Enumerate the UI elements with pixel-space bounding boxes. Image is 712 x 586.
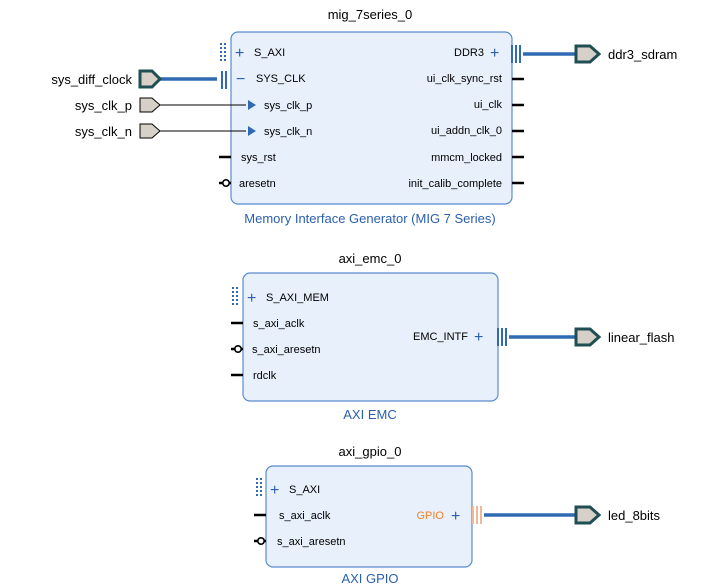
nets [160, 52, 575, 517]
gpio-bus-icon [472, 506, 482, 524]
gpio-pin-gpio[interactable]: GPIO [416, 510, 444, 522]
mig-pin-sys-clk[interactable]: SYS_CLK [256, 73, 306, 85]
mig-ddr3-bus-icon [511, 45, 521, 63]
mig-subtitle: Memory Interface Generator (MIG 7 Series… [244, 211, 495, 226]
gpio-s-axi-aresetn-bubble-icon [256, 536, 265, 545]
mig-sys-clk-n-arrow-icon [248, 126, 256, 136]
mig-pin-mmcm-locked[interactable]: mmcm_locked [431, 152, 502, 164]
port-sys-clk-n-label: sys_clk_n [75, 124, 132, 139]
mig-pin-sys-clk-p[interactable]: sys_clk_p [264, 100, 312, 112]
mig-sys-clk-p-arrow-icon [248, 100, 256, 110]
port-linear-flash-label: linear_flash [608, 330, 675, 345]
port-led-8bits-label: led_8bits [608, 508, 661, 523]
emc-intf-bus-icon [497, 328, 507, 346]
port-led-8bits-icon[interactable] [574, 505, 602, 525]
gpio-block[interactable]: axi_gpio_0 AXI GPIO + S_AXI s_axi_aclk s… [254, 444, 482, 586]
mig-block-body[interactable] [230, 31, 513, 205]
mig-pin-s-axi[interactable]: S_AXI [254, 47, 285, 59]
gpio-pin-s-axi-aclk[interactable]: s_axi_aclk [279, 510, 331, 522]
mig-pin-ui-clk[interactable]: ui_clk [474, 99, 503, 111]
emc-instance-name: axi_emc_0 [339, 251, 402, 266]
external-ports: sys_diff_clock sys_clk_p sys_clk_n ddr3_… [51, 44, 677, 525]
mig-s-axi-expand-icon[interactable]: + [235, 45, 244, 62]
emc-block[interactable]: axi_emc_0 AXI EMC + S_AXI_MEM s_axi_aclk… [231, 251, 507, 422]
mig-pin-init-calib-complete[interactable]: init_calib_complete [408, 178, 502, 190]
emc-pin-s-axi-aclk[interactable]: s_axi_aclk [253, 318, 305, 330]
mig-s-axi-grip-icon [220, 43, 226, 61]
mig-pin-ddr3[interactable]: DDR3 [454, 47, 484, 59]
port-ddr3-sdram-icon[interactable] [574, 44, 602, 64]
mig-ddr3-expand-icon[interactable]: + [490, 45, 499, 62]
mig-instance-name: mig_7series_0 [328, 7, 413, 22]
port-sys-diff-clock-icon[interactable] [138, 69, 163, 89]
port-sys-diff-clock-label: sys_diff_clock [51, 72, 132, 87]
emc-pin-s-axi-mem[interactable]: S_AXI_MEM [266, 292, 329, 304]
mig-block[interactable]: mig_7series_0 Memory Interface Generator… [219, 7, 524, 226]
mig-sys-clk-collapse-icon[interactable]: − [236, 71, 245, 88]
gpio-instance-name: axi_gpio_0 [339, 444, 402, 459]
mig-sys-clk-bus-icon [221, 71, 227, 89]
mig-aresetn-bubble-icon [222, 179, 231, 188]
gpio-subtitle: AXI GPIO [341, 571, 398, 586]
gpio-s-axi-expand-icon[interactable]: + [270, 482, 279, 499]
gpio-expand-icon[interactable]: + [451, 508, 460, 525]
emc-s-axi-mem-grip-icon [232, 287, 238, 305]
gpio-pin-s-axi-aresetn[interactable]: s_axi_aresetn [277, 536, 346, 548]
mig-pin-ui-clk-sync-rst[interactable]: ui_clk_sync_rst [427, 73, 502, 85]
port-sys-clk-p-label: sys_clk_p [75, 98, 132, 113]
port-linear-flash-icon[interactable] [574, 327, 602, 347]
gpio-s-axi-grip-icon [256, 478, 262, 496]
mig-pin-sys-rst[interactable]: sys_rst [241, 152, 276, 164]
port-ddr3-sdram-label: ddr3_sdram [608, 47, 677, 62]
emc-s-axi-aresetn-bubble-icon [234, 344, 243, 353]
emc-subtitle: AXI EMC [343, 407, 396, 422]
mig-pin-aresetn[interactable]: aresetn [239, 178, 276, 190]
mig-pin-sys-clk-n[interactable]: sys_clk_n [264, 126, 312, 138]
port-sys-clk-p-icon[interactable] [139, 97, 161, 113]
gpio-pin-s-axi[interactable]: S_AXI [289, 484, 320, 496]
port-sys-clk-n-icon[interactable] [139, 123, 161, 139]
mig-pin-ui-addn-clk-0[interactable]: ui_addn_clk_0 [431, 125, 502, 137]
emc-pin-s-axi-aresetn[interactable]: s_axi_aresetn [252, 344, 321, 356]
emc-intf-expand-icon[interactable]: + [474, 329, 483, 346]
emc-pin-rdclk[interactable]: rdclk [253, 370, 277, 382]
emc-pin-emc-intf[interactable]: EMC_INTF [413, 331, 468, 343]
emc-s-axi-mem-expand-icon[interactable]: + [247, 290, 256, 307]
